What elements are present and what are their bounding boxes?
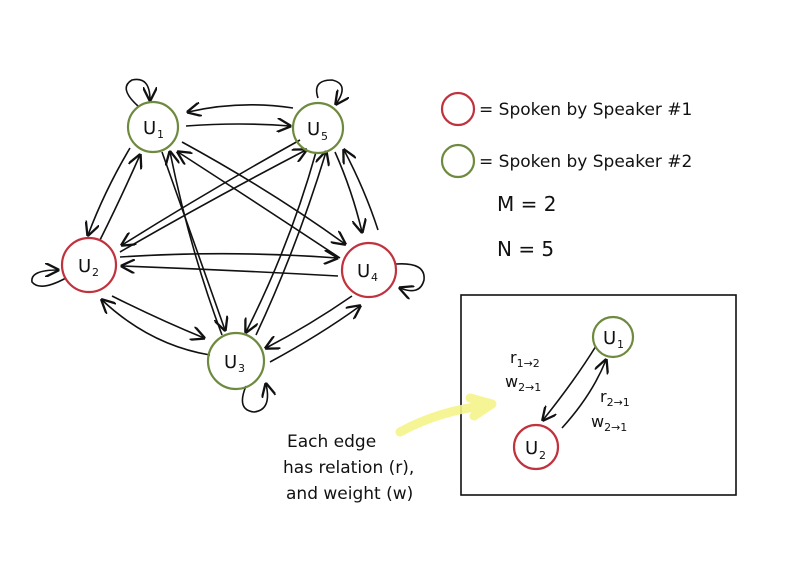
inset-u2-label: U: [525, 438, 538, 459]
inset-u1-label: U: [603, 328, 616, 349]
inset-label-w21a: w2→1: [505, 372, 541, 394]
inset-edge-u2-u1: [561, 360, 606, 429]
inset-u2-sub: 2: [539, 449, 546, 462]
example-inset: U 1 U 2 r1→2 w2→1 r2→1 w2→1: [460, 294, 737, 496]
inset-w21a-base: w: [505, 372, 518, 391]
legend-item-speaker1: = Spoken by Speaker #1: [440, 91, 692, 127]
edge-u1-u3: [161, 151, 225, 330]
edge-u1-u4: [181, 141, 345, 244]
edge-u5-u4: [334, 151, 362, 232]
inset-edge-u1-u2: [543, 345, 597, 420]
self-loop-u4: [395, 263, 425, 291]
self-loop-u2: [31, 270, 67, 287]
self-loop-u1: [125, 78, 150, 107]
edge-u3-u2: [102, 300, 211, 356]
annotation-note: Each edge has relation (r), and weight (…: [283, 393, 497, 504]
inset-node-u1-circle: [591, 315, 635, 359]
node-u3: U 3: [206, 331, 266, 391]
edge-u4-u2: [122, 266, 339, 277]
inset-w21b-sub: 2→1: [604, 421, 627, 434]
param-n: N = 5: [497, 237, 554, 261]
inset-label-r12: r1→2: [510, 348, 540, 370]
inset-node-u2: U 2: [512, 423, 560, 471]
node-u2: U 2: [60, 236, 118, 294]
self-loop-u5: [315, 79, 343, 104]
edge-u4-u1: [178, 152, 341, 259]
node-u1-circle: [126, 100, 180, 154]
note-line3: and weight (w): [286, 484, 413, 504]
inset-node-u1: U 1: [591, 315, 635, 359]
node-u2-circle: [60, 236, 118, 294]
inset-r21-base: r: [600, 387, 607, 406]
inset-label-r21: r2→1: [600, 387, 630, 409]
param-m: M = 2: [497, 192, 556, 216]
inset-label-w21b: w2→1: [591, 412, 627, 434]
inset-r21-sub: 2→1: [607, 396, 630, 409]
highlight-arrow: [395, 393, 497, 437]
inset-node-u2-circle: [512, 423, 560, 471]
edge-u3-u1: [170, 152, 223, 336]
self-loop-u3: [241, 384, 267, 413]
node-u4-label: U: [357, 261, 370, 282]
self-loops: [31, 78, 425, 413]
edge-u1-u2: [88, 147, 131, 235]
edge-u4-u5: [344, 150, 379, 231]
note-line1: Each edge: [287, 432, 376, 452]
node-u4-circle: [340, 241, 398, 299]
node-u1-label: U: [143, 118, 156, 139]
inset-r12-base: r: [510, 348, 517, 367]
node-u3-label: U: [224, 352, 237, 373]
note-line2: has relation (r),: [283, 458, 414, 478]
inset-frame: [460, 294, 737, 496]
inset-w21a-sub: 2→1: [518, 381, 541, 394]
graph-edges: [88, 105, 379, 363]
legend-speaker2-text: = Spoken by Speaker #2: [479, 152, 692, 172]
legend-green-circle: [440, 143, 476, 179]
node-u4: U 4: [340, 241, 398, 299]
node-u2-label: U: [78, 256, 91, 277]
node-u5-sub: 5: [321, 130, 328, 143]
inset-r12-sub: 1→2: [517, 357, 540, 370]
edge-u2-u1: [99, 155, 140, 241]
legend: = Spoken by Speaker #1 = Spoken by Speak…: [440, 91, 692, 261]
node-u5: U 5: [291, 101, 345, 155]
edge-u5-u3: [246, 151, 317, 332]
node-u2-sub: 2: [92, 266, 99, 279]
node-u4-sub: 4: [371, 271, 378, 284]
edge-u1-u5: [185, 124, 290, 126]
legend-item-speaker2: = Spoken by Speaker #2: [440, 143, 692, 179]
edge-u5-u1: [188, 105, 294, 112]
legend-speaker1-text: = Spoken by Speaker #1: [479, 100, 692, 120]
node-u5-circle: [291, 101, 345, 155]
inset-u1-sub: 1: [617, 338, 624, 351]
legend-red-circle: [440, 91, 476, 127]
node-u1: U 1: [126, 100, 180, 154]
edge-u5-u2: [122, 139, 301, 245]
node-u3-sub: 3: [238, 362, 245, 375]
node-u5-label: U: [307, 119, 320, 140]
node-u1-sub: 1: [157, 128, 164, 141]
edge-u2-u5: [119, 150, 306, 253]
edge-u2-u4: [119, 254, 337, 258]
edge-u3-u5: [255, 152, 326, 336]
edge-u4-u3: [266, 295, 353, 348]
edge-u2-u3: [111, 295, 204, 338]
inset-w21b-base: w: [591, 412, 604, 431]
node-u3-circle: [206, 331, 266, 391]
edge-u3-u4: [269, 306, 360, 363]
